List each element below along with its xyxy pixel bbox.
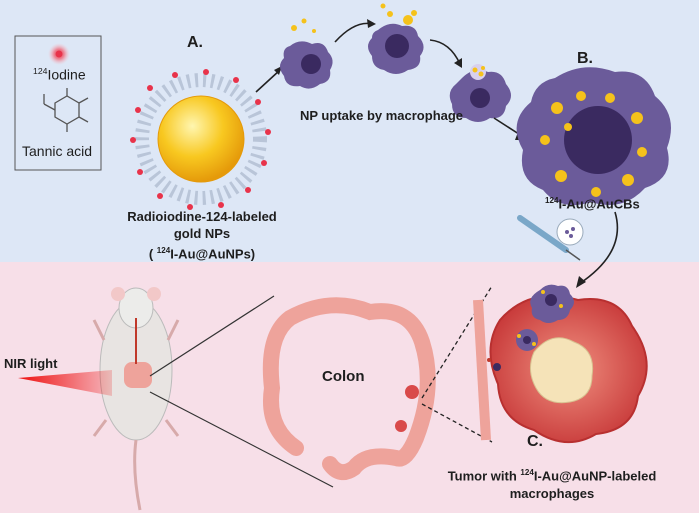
macrophage-small-2 — [368, 3, 424, 74]
tumor-caption: Tumor with 124I-Au@AuNP-labeled macropha… — [434, 464, 670, 503]
tannic-acid-structure-icon — [43, 88, 89, 132]
zoom-line-bottom — [149, 391, 334, 488]
np-caption: Radioiodine-124-labeled gold NPs ( 124I-… — [112, 208, 292, 262]
tumor-caption-sup: 124 — [520, 468, 534, 477]
tumor-caption-rest: I-Au@AuNP-labeled — [533, 468, 657, 484]
macrophage-injected — [530, 284, 574, 323]
colon-tumor-1 — [405, 385, 419, 399]
macrophage-large — [516, 67, 671, 206]
np-caption-rest: I-Au@AuNPs) — [170, 246, 256, 262]
panel-label-c: C. — [527, 433, 543, 450]
panel-label-b: B. — [577, 50, 593, 67]
gold-nanoparticle — [135, 73, 267, 205]
tumor-caption-line1: Tumor with 124I-Au@AuNP-labeled — [434, 464, 670, 485]
legend-box — [14, 35, 102, 171]
nir-light-label: NIR light — [4, 356, 58, 371]
zoom-line-top — [149, 295, 275, 377]
legend-iodine-sup: 124 — [33, 66, 48, 76]
tumor-caption-pre: Tumor with — [447, 468, 521, 484]
aucb-caption: 124I-Au@AuCBs — [545, 196, 640, 211]
np-caption-open: ( — [148, 246, 157, 262]
np-caption-line1: Radioiodine-124-labeled — [127, 209, 277, 224]
legend-tannic-label: Tannic acid — [22, 143, 93, 159]
uptake-caption: NP uptake by macrophage — [300, 108, 464, 123]
nir-beam — [18, 370, 112, 396]
macrophage-small-3 — [449, 64, 511, 122]
aucb-caption-rest: I-Au@AuCBs — [558, 196, 640, 212]
panel-label-a: A. — [187, 34, 203, 51]
legend-iodine-text: Iodine — [47, 66, 86, 83]
macrophage-small-1 — [280, 18, 333, 89]
colon-illustration — [262, 297, 436, 481]
syringe-icon — [517, 215, 584, 261]
arrow-5-head — [576, 276, 586, 288]
dashed-line-bottom — [421, 403, 493, 443]
tumor-illustration — [473, 294, 648, 444]
arrow-head — [274, 66, 282, 75]
arrow-2-head — [367, 19, 376, 28]
tumor-caption-line2: macrophages — [509, 486, 595, 502]
legend-iodine-label: 124Iodine — [33, 66, 86, 83]
colon-tumor-2 — [395, 420, 407, 432]
arrow-3-head — [454, 58, 462, 68]
np-caption-line2: gold NPs — [173, 226, 231, 241]
np-caption-sup: 124 — [156, 246, 171, 255]
arrow-icon — [255, 69, 281, 93]
dashed-line-top — [421, 285, 493, 399]
np-caption-line3: ( 124I-Au@AuNPs) — [112, 242, 292, 262]
colon-label: Colon — [322, 368, 365, 385]
radioactive-dot-core — [55, 50, 63, 58]
mouse-illustration — [92, 287, 180, 511]
iodine-labels — [130, 69, 271, 210]
aucb-caption-sup: 124 — [545, 196, 559, 205]
arrow-5 — [578, 211, 619, 285]
